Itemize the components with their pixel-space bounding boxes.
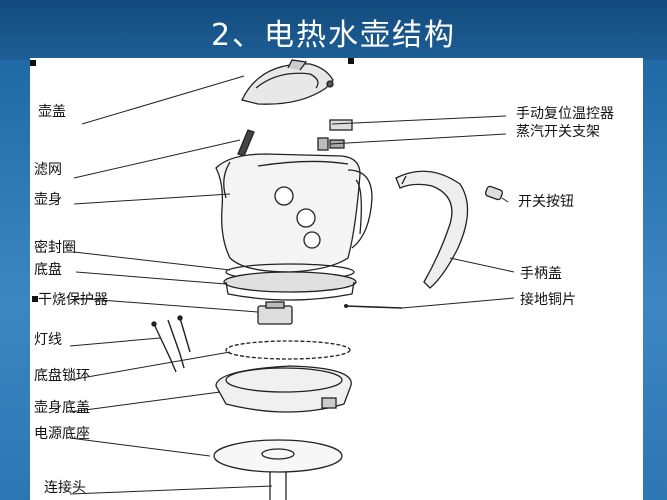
switch-button-part (484, 185, 504, 201)
label-filter: 滤网 (34, 162, 62, 178)
label-steam-switch-bracket: 蒸汽开关支架 (516, 124, 600, 140)
label-connector: 连接头 (44, 480, 86, 496)
label-ground-copper: 接地铜片 (520, 292, 576, 308)
label-lid: 壶盖 (38, 104, 66, 120)
filter-part (237, 129, 255, 157)
base-lock-ring-part (225, 340, 351, 360)
slide-title: 2、电热水壶结构 (210, 18, 457, 53)
label-body: 壶身 (34, 192, 62, 208)
kettle-exploded-diagram (69, 59, 515, 500)
marker-top-right (348, 58, 354, 64)
label-base-plate: 底盘 (34, 262, 62, 278)
label-dry-boil-protector: 干烧保护器 (38, 292, 108, 308)
ground-copper-part (345, 305, 403, 309)
left-decor-band (0, 60, 30, 500)
label-lamp-wire: 灯线 (34, 332, 62, 348)
label-handle-cover: 手柄盖 (520, 266, 562, 282)
label-switch-button: 开关按钮 (518, 194, 574, 210)
power-base-part (213, 439, 343, 500)
diagram-panel: 壶盖 滤网 壶身 密封圈 底盘 干烧保护器 灯线 底盘锁环 壶身底盖 电源底座 … (30, 58, 643, 500)
kettle-body-part (215, 153, 373, 273)
base-plate-part (223, 271, 357, 301)
label-body-bottom-cover: 壶身底盖 (34, 400, 90, 416)
label-power-base: 电源底座 (34, 426, 90, 442)
label-seal-ring: 密封圈 (34, 240, 76, 256)
lamp-wire-part (151, 315, 191, 373)
dry-boil-protector-part (257, 301, 293, 325)
leader-lines (69, 75, 515, 495)
label-base-lock-ring: 底盘锁环 (34, 368, 90, 384)
label-manual-reset-thermostat: 手动复位温控器 (516, 106, 614, 122)
thermostat-part (317, 119, 353, 151)
lid-part (241, 59, 334, 105)
marker-top-left (30, 60, 36, 66)
header-background (0, 0, 667, 60)
handle-part (395, 170, 469, 289)
marker-left (32, 296, 38, 302)
body-bottom-cover-part (215, 365, 352, 413)
right-decor-band (643, 60, 667, 500)
